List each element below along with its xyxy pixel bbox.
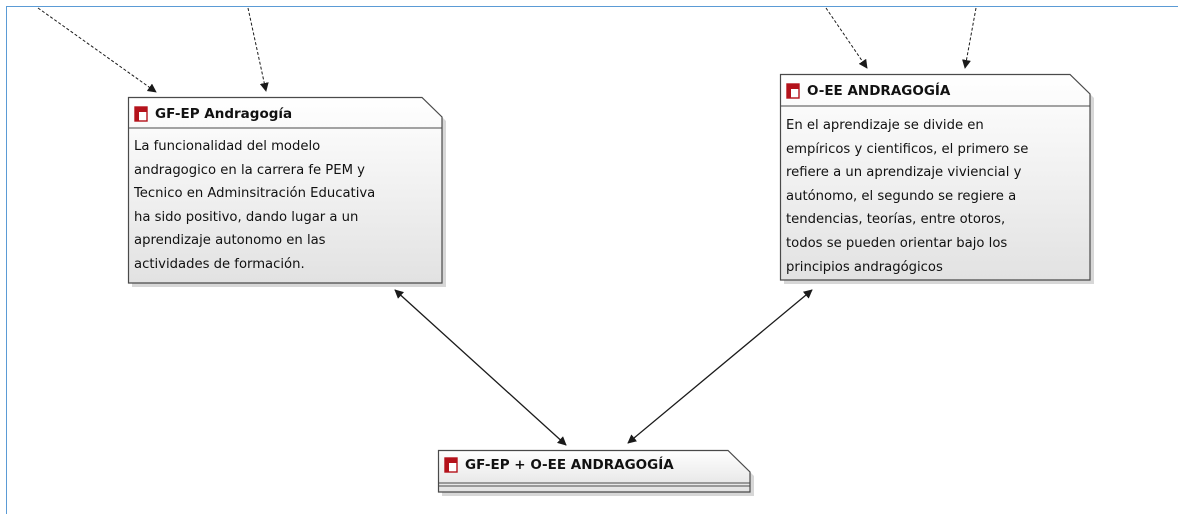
canvas-frame: [6, 6, 1178, 514]
node-gf-ep-andragogia[interactable]: GF-EP Andragogía La funcionalidad del mo…: [127, 96, 446, 287]
node-body-text: La funcionalidad del modelo andragogico …: [134, 139, 376, 272]
node-shape: [127, 96, 446, 287]
dashed-link-to-o-ee-1[interactable]: [825, 7, 868, 69]
node-shape: [437, 449, 754, 496]
dashed-link-to-gf-ep-2[interactable]: [247, 7, 269, 92]
dashed-link-to-o-ee-2[interactable]: [962, 7, 977, 69]
document-icon: [444, 457, 458, 473]
document-icon: [134, 106, 148, 122]
node-title-text: GF-EP + O-EE ANDRAGOGÍA: [465, 457, 674, 473]
node-body-text: En el aprendizaje se divide en empíricos…: [786, 118, 1029, 275]
node-title: GF-EP Andragogía: [134, 103, 292, 125]
node-title-text: O-EE ANDRAGOGÍA: [807, 83, 951, 99]
node-shape: [779, 73, 1094, 284]
node-o-ee-andragogia[interactable]: O-EE ANDRAGOGÍA En el aprendizaje se div…: [779, 73, 1094, 284]
link-o-ee-to-combined[interactable]: [627, 289, 813, 444]
node-title-text: GF-EP Andragogía: [155, 106, 293, 122]
document-icon: [786, 83, 800, 99]
dashed-link-to-gf-ep-1[interactable]: [37, 7, 157, 93]
node-gf-ep-plus-o-ee-andragogia[interactable]: GF-EP + O-EE ANDRAGOGÍA: [437, 449, 754, 496]
node-title: O-EE ANDRAGOGÍA: [786, 80, 950, 102]
link-gf-ep-to-combined[interactable]: [394, 289, 567, 446]
node-title: GF-EP + O-EE ANDRAGOGÍA: [444, 454, 674, 476]
